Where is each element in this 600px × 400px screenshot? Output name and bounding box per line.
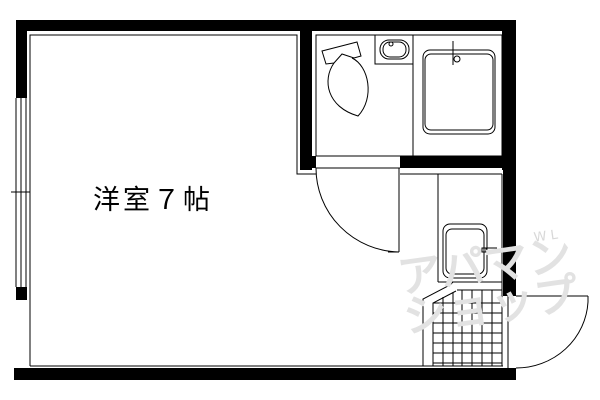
door-opening — [316, 156, 400, 168]
room-door[interactable] — [315, 167, 400, 253]
toilet-icon — [321, 41, 369, 117]
kitchen-sink-icon — [442, 223, 497, 279]
bathtub-icon — [422, 41, 496, 135]
bathroom — [315, 34, 503, 157]
entrance-tiles — [422, 281, 509, 368]
outer-walls — [14, 20, 516, 380]
kitchen — [400, 173, 503, 366]
entrance-door[interactable] — [515, 295, 589, 369]
room-label-western-7jo: 洋室７帖 — [93, 185, 213, 216]
